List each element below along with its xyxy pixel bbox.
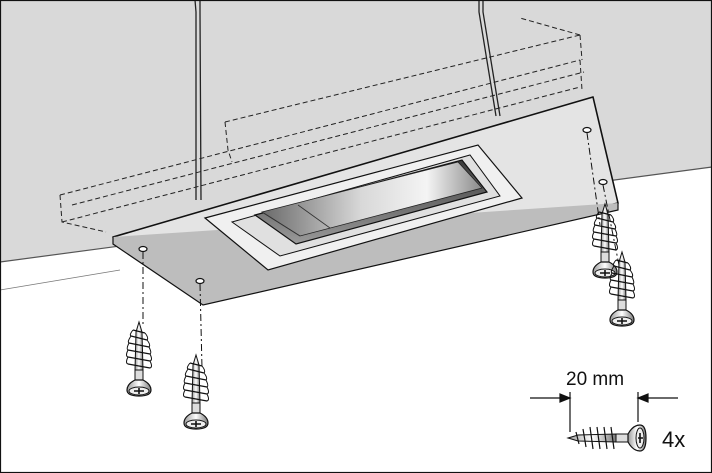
screw-quantity-label: 4x — [662, 427, 685, 452]
screw-holes — [138, 126, 608, 285]
screw-icon — [608, 251, 636, 327]
cable-right — [478, 0, 501, 117]
ceiling-back-edge — [0, 262, 121, 291]
screw-length-label: 20 mm — [566, 369, 624, 390]
screw-icon — [182, 354, 210, 430]
screw-icon — [566, 424, 647, 452]
cable-left — [194, 0, 202, 201]
screw-hole — [598, 178, 608, 186]
wall-surface — [0, 0, 712, 262]
screw-hole — [195, 277, 205, 285]
screw-hole — [582, 126, 592, 134]
dimension-arrow-icon — [530, 392, 678, 432]
hidden-duct-outline — [59, 17, 585, 233]
screw-icon — [125, 321, 153, 397]
screw-hole — [138, 245, 148, 253]
